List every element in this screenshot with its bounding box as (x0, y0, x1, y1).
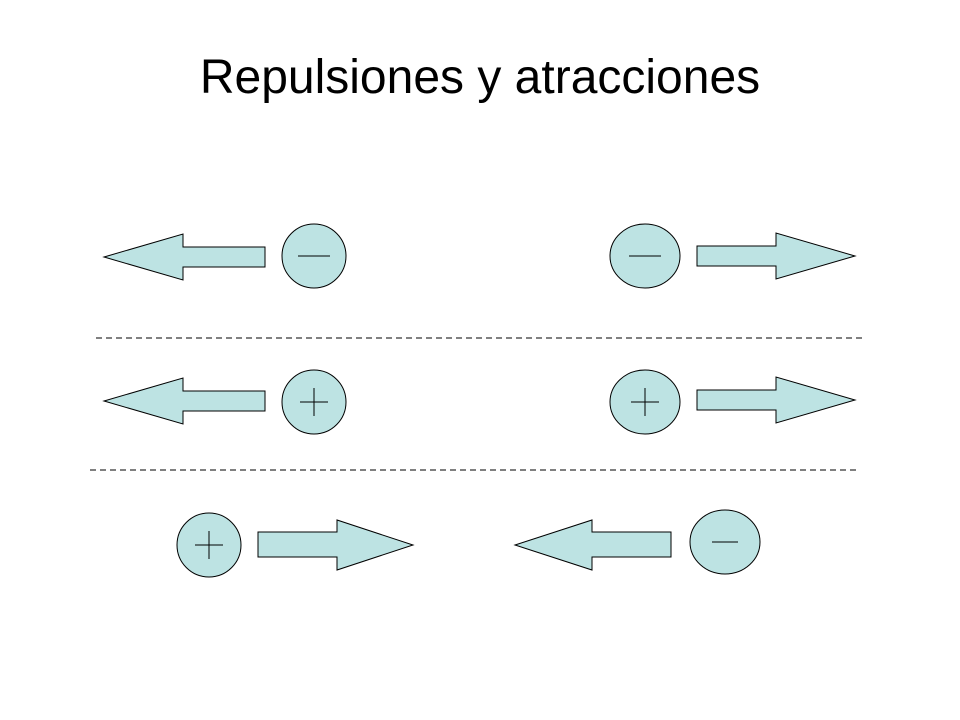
slide-title: Repulsiones y atracciones (199, 51, 761, 104)
row-repulsion-positive (102, 369, 857, 435)
left-arrow (102, 233, 266, 281)
left-arrow (102, 377, 266, 425)
row-attraction (176, 509, 761, 578)
left-arrow (513, 519, 672, 571)
right-arrow (696, 376, 857, 424)
row-repulsion-negative (102, 223, 857, 289)
right-arrow (696, 232, 857, 280)
right-arrow (257, 519, 415, 571)
